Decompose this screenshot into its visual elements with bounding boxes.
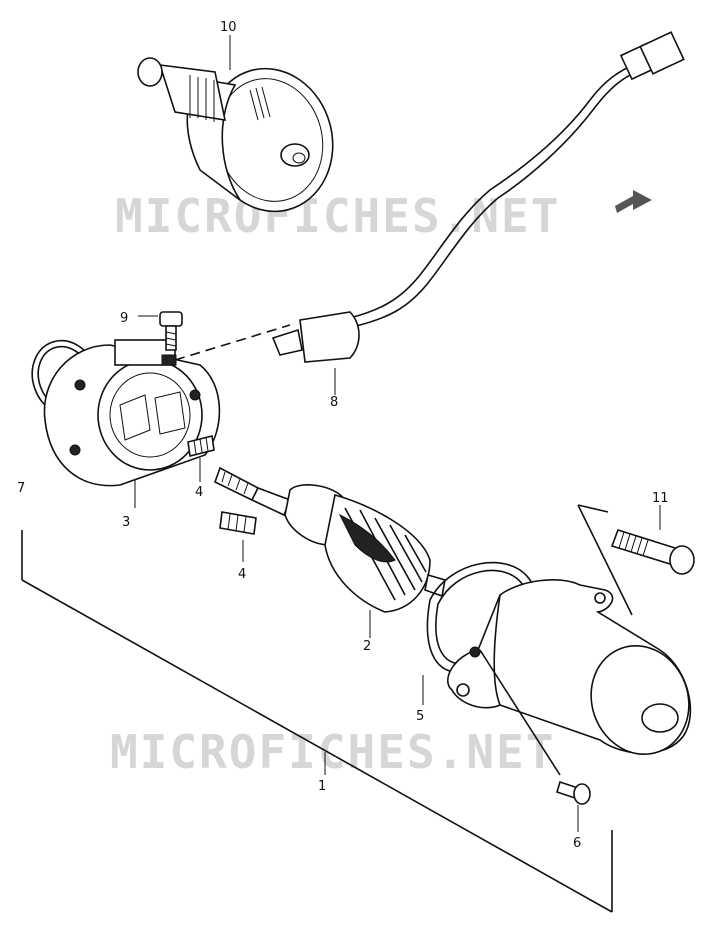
callout-10: 10 <box>220 20 237 35</box>
part-4b-brush <box>219 511 257 562</box>
part-9-screw <box>138 311 183 351</box>
callout-11: 11 <box>652 491 669 506</box>
arrow-icon <box>615 190 652 213</box>
callout-5: 5 <box>416 709 424 724</box>
callout-2: 2 <box>363 639 371 654</box>
part-11-long-bolt <box>610 505 695 575</box>
callout-4a: 4 <box>195 485 203 500</box>
part-3-end-cover <box>43 324 291 508</box>
callout-8: 8 <box>330 395 338 410</box>
callout-1: 1 <box>318 779 326 794</box>
callout-7: 7 <box>17 481 25 496</box>
motor-housing <box>446 579 692 756</box>
part-10-starter-clutch <box>137 35 334 213</box>
part-6-screw <box>556 780 591 832</box>
part-4a-brush <box>187 435 215 482</box>
watermark-top: MICROFICHES.NET <box>115 189 560 243</box>
watermark-bottom: MICROFICHES.NET <box>110 725 555 779</box>
callout-6: 6 <box>573 836 581 851</box>
part-8-lead-wire <box>271 31 685 395</box>
callout-3: 3 <box>122 515 130 530</box>
part-2-armature <box>214 466 446 638</box>
callout-9: 9 <box>120 311 128 326</box>
callout-4b: 4 <box>238 567 246 582</box>
assembly-bracket <box>21 504 633 913</box>
